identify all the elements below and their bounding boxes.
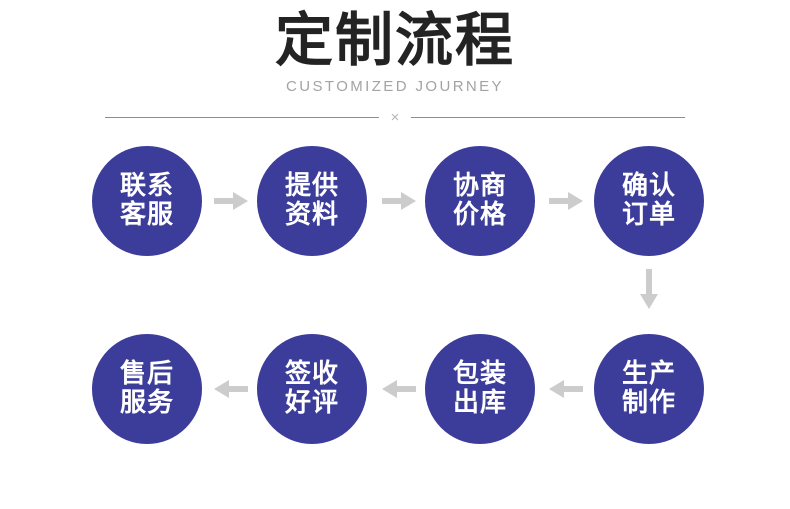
flow-step-confirm-order[interactable]: 确认 订单 bbox=[594, 146, 704, 256]
flow-step-label-line1: 联系 bbox=[119, 171, 174, 201]
arrow-shaft bbox=[382, 198, 404, 204]
arrow-shaft bbox=[226, 386, 248, 392]
flow-step-label-line2: 出库 bbox=[452, 388, 507, 418]
arrow-head bbox=[640, 294, 658, 309]
title-divider: × bbox=[105, 108, 686, 126]
flow-step-label-line2: 订单 bbox=[621, 200, 676, 230]
arrow-left-icon bbox=[549, 376, 583, 402]
flow-step-label-line1: 售后 bbox=[119, 359, 174, 389]
arrow-right-icon bbox=[549, 188, 583, 214]
flow-step-receipt-review[interactable]: 签收 好评 bbox=[257, 334, 367, 444]
process-flow-diagram: 联系 客服 提供 资料 协商 价格 确认 订单 生产 制作 包装 bbox=[0, 130, 790, 509]
arrow-down-icon bbox=[636, 269, 662, 311]
flow-step-label-line1: 协商 bbox=[452, 171, 507, 201]
arrow-head bbox=[382, 380, 397, 398]
arrow-right-icon bbox=[214, 188, 248, 214]
arrow-shaft bbox=[394, 386, 416, 392]
flow-step-provide-information[interactable]: 提供 资料 bbox=[257, 146, 367, 256]
flow-step-label-line1: 签收 bbox=[284, 359, 339, 389]
flow-step-contact-support[interactable]: 联系 客服 bbox=[92, 146, 202, 256]
flow-step-label-line1: 提供 bbox=[284, 171, 339, 201]
page-header: 定制流程 CUSTOMIZED JOURNEY × bbox=[0, 0, 790, 126]
divider-cross-icon: × bbox=[390, 108, 400, 126]
arrow-head bbox=[549, 380, 564, 398]
divider-line-right bbox=[411, 116, 686, 118]
arrow-head bbox=[401, 192, 416, 210]
arrow-shaft bbox=[561, 386, 583, 392]
arrow-shaft bbox=[549, 198, 571, 204]
flow-step-label-line2: 资料 bbox=[284, 200, 339, 230]
flow-step-label-line2: 制作 bbox=[621, 388, 676, 418]
flow-step-label-line2: 客服 bbox=[119, 200, 174, 230]
page-subtitle: CUSTOMIZED JOURNEY bbox=[286, 78, 504, 95]
arrow-right-icon bbox=[382, 188, 416, 214]
flow-step-label-line1: 生产 bbox=[621, 359, 676, 389]
flow-step-production[interactable]: 生产 制作 bbox=[594, 334, 704, 444]
flow-step-packaging-shipment[interactable]: 包装 出库 bbox=[425, 334, 535, 444]
arrow-shaft bbox=[646, 269, 652, 297]
flow-step-negotiate-price[interactable]: 协商 价格 bbox=[425, 146, 535, 256]
arrow-shaft bbox=[214, 198, 236, 204]
arrow-head bbox=[568, 192, 583, 210]
divider-line-left bbox=[105, 116, 379, 118]
flow-step-label-line2: 好评 bbox=[284, 388, 339, 418]
arrow-left-icon bbox=[214, 376, 248, 402]
flow-step-label-line1: 确认 bbox=[621, 171, 676, 201]
flow-step-label-line2: 价格 bbox=[452, 200, 507, 230]
arrow-left-icon bbox=[382, 376, 416, 402]
flow-step-label-line2: 服务 bbox=[119, 388, 174, 418]
flow-step-label-line1: 包装 bbox=[452, 359, 507, 389]
arrow-head bbox=[214, 380, 229, 398]
flow-step-after-sales-service[interactable]: 售后 服务 bbox=[92, 334, 202, 444]
arrow-head bbox=[233, 192, 248, 210]
page-title: 定制流程 bbox=[274, 6, 515, 74]
